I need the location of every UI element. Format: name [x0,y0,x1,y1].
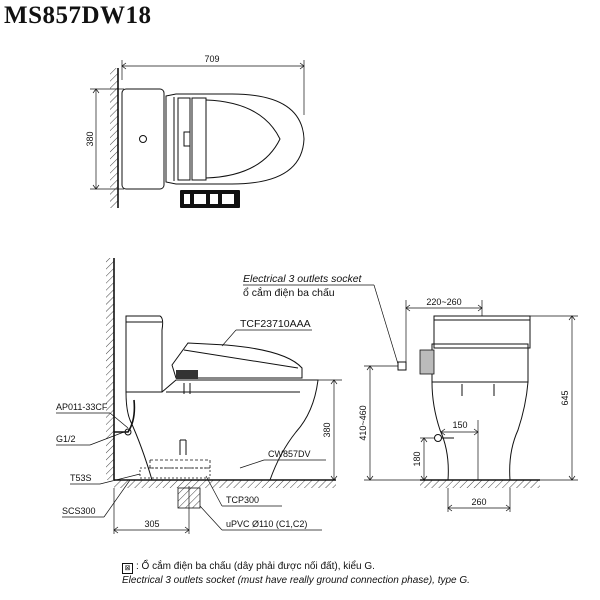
dim-rough-in: 305 [144,519,159,529]
front-view: 220~260 410~460 645 150 180 260 [358,297,578,512]
footnote-en: Electrical 3 outlets socket (must have r… [122,575,470,586]
supply-valve-icon [434,434,442,442]
socket-icon [397,361,407,371]
dim-depth-top: 380 [85,131,95,146]
dim-socket-height: 410~460 [358,405,368,440]
bowl-side [125,379,319,481]
floor-hatch-front [420,480,540,488]
flush-button-icon [139,135,147,143]
seat-side [171,342,303,379]
dim-supply-offset: 150 [452,420,467,430]
side-view: Electrical 3 outlets socket ổ cắm điện b… [56,258,407,534]
top-view: 709 380 [85,54,305,208]
bowl-model-label: CW857DV [268,449,311,459]
dim-total-height: 645 [560,390,570,405]
socket-label-vi: ổ cắm điện ba chấu [243,286,335,299]
footnote: ⊠: Ổ cắm điện ba chấu (dây phải được nối… [122,560,470,588]
seat-outline-top [165,93,305,185]
seat-front [431,343,529,383]
dim-base-width: 260 [471,497,486,507]
socket-label-en: Electrical 3 outlets socket [243,273,363,285]
pipe-spec-label: uPVC Ø110 (C1,C2) [226,519,307,529]
dim-socket-offset: 220~260 [426,297,461,307]
part-t53s-label: T53S [70,473,92,483]
dim-supply-height: 180 [412,451,422,466]
wall-hatch-top [110,68,118,208]
wall-hatch-side [106,258,114,480]
footnote-vi: : Ổ cắm điện ba chấu (dây phải được nối … [136,561,375,572]
flange-model-label: TCP300 [226,495,259,505]
tank-top [121,88,165,190]
floor-hatch-side [114,480,336,488]
part-scs300-label: SCS300 [62,506,96,516]
seat-model-label: TCF23710AAA [240,318,311,330]
seat-hinge-side [176,370,198,379]
dim-seat-height: 380 [322,422,332,437]
tank-side [125,315,164,393]
valve-model-label: AP011-33CF [56,402,108,412]
dim-width-top: 709 [204,54,219,64]
bowl-front [431,381,529,481]
tank-front [433,315,531,349]
model-title: MS857DW18 [4,2,152,29]
thread-label: G1/2 [56,434,76,444]
socket-symbol-icon: ⊠ [122,563,133,574]
